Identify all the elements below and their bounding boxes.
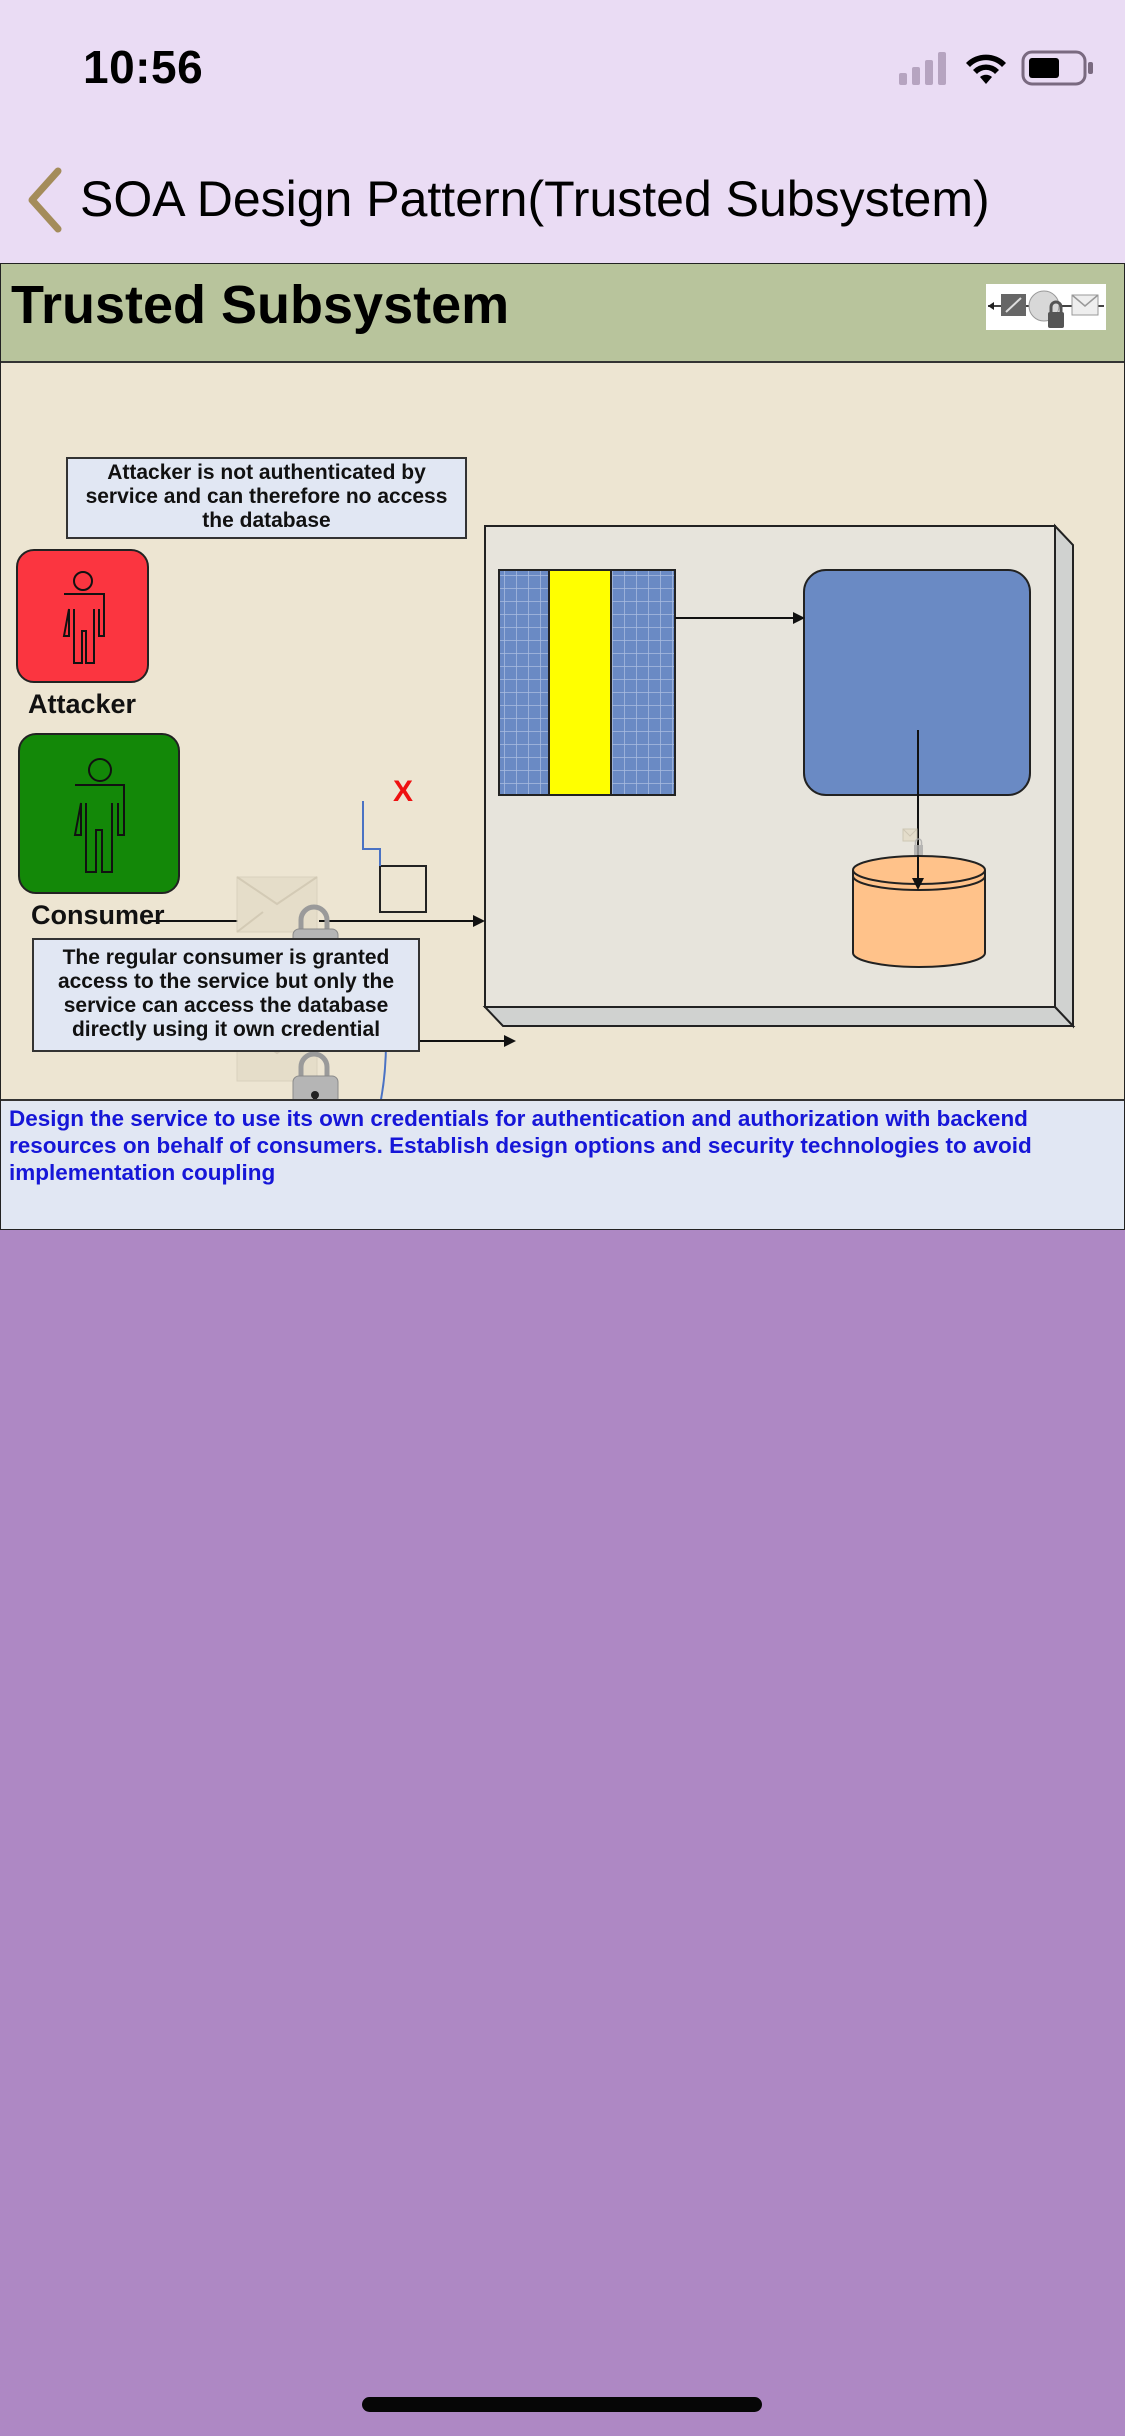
secure-message-small-icon (902, 828, 923, 855)
padlock-icon (292, 1051, 339, 1099)
attacker-callout: Attacker is not authenticated by service… (66, 457, 467, 539)
top-bar (0, 0, 1125, 263)
slide-header: Trusted Subsystem (1, 264, 1124, 363)
diagram-canvas (148, 523, 1076, 1099)
back-button[interactable] (22, 165, 66, 235)
chevron-left-icon (28, 167, 62, 233)
message-envelope-icon (236, 876, 318, 933)
person-icon (73, 758, 125, 873)
attacker-label: Attacker (28, 689, 137, 719)
nav-title: SOA Design Pattern(Trusted Subsystem) (80, 171, 990, 227)
status-time: 10:56 (83, 41, 204, 93)
wifi-icon (966, 54, 1006, 84)
blocked-marker: X (392, 775, 413, 808)
person-icon (62, 571, 105, 664)
slide-title: Trusted Subsystem (11, 275, 510, 335)
blocked-marker-box (379, 865, 427, 913)
trusted-subsystem-pattern-icon (986, 284, 1106, 330)
consumer-callout: The regular consumer is granted access t… (32, 938, 420, 1052)
consumer-actor (18, 733, 180, 894)
pattern-description: Design the service to use its own creden… (1, 1099, 1124, 1229)
consumer-label: Consumer (31, 900, 165, 930)
home-indicator[interactable] (362, 2397, 762, 2412)
service-contract-icon (498, 569, 676, 796)
attacker-actor (16, 549, 149, 683)
battery-icon (1021, 50, 1093, 86)
status-icons (899, 50, 1095, 86)
cellular-signal-icon (899, 52, 946, 85)
pattern-slide: Trusted Subsystem (0, 263, 1125, 1230)
